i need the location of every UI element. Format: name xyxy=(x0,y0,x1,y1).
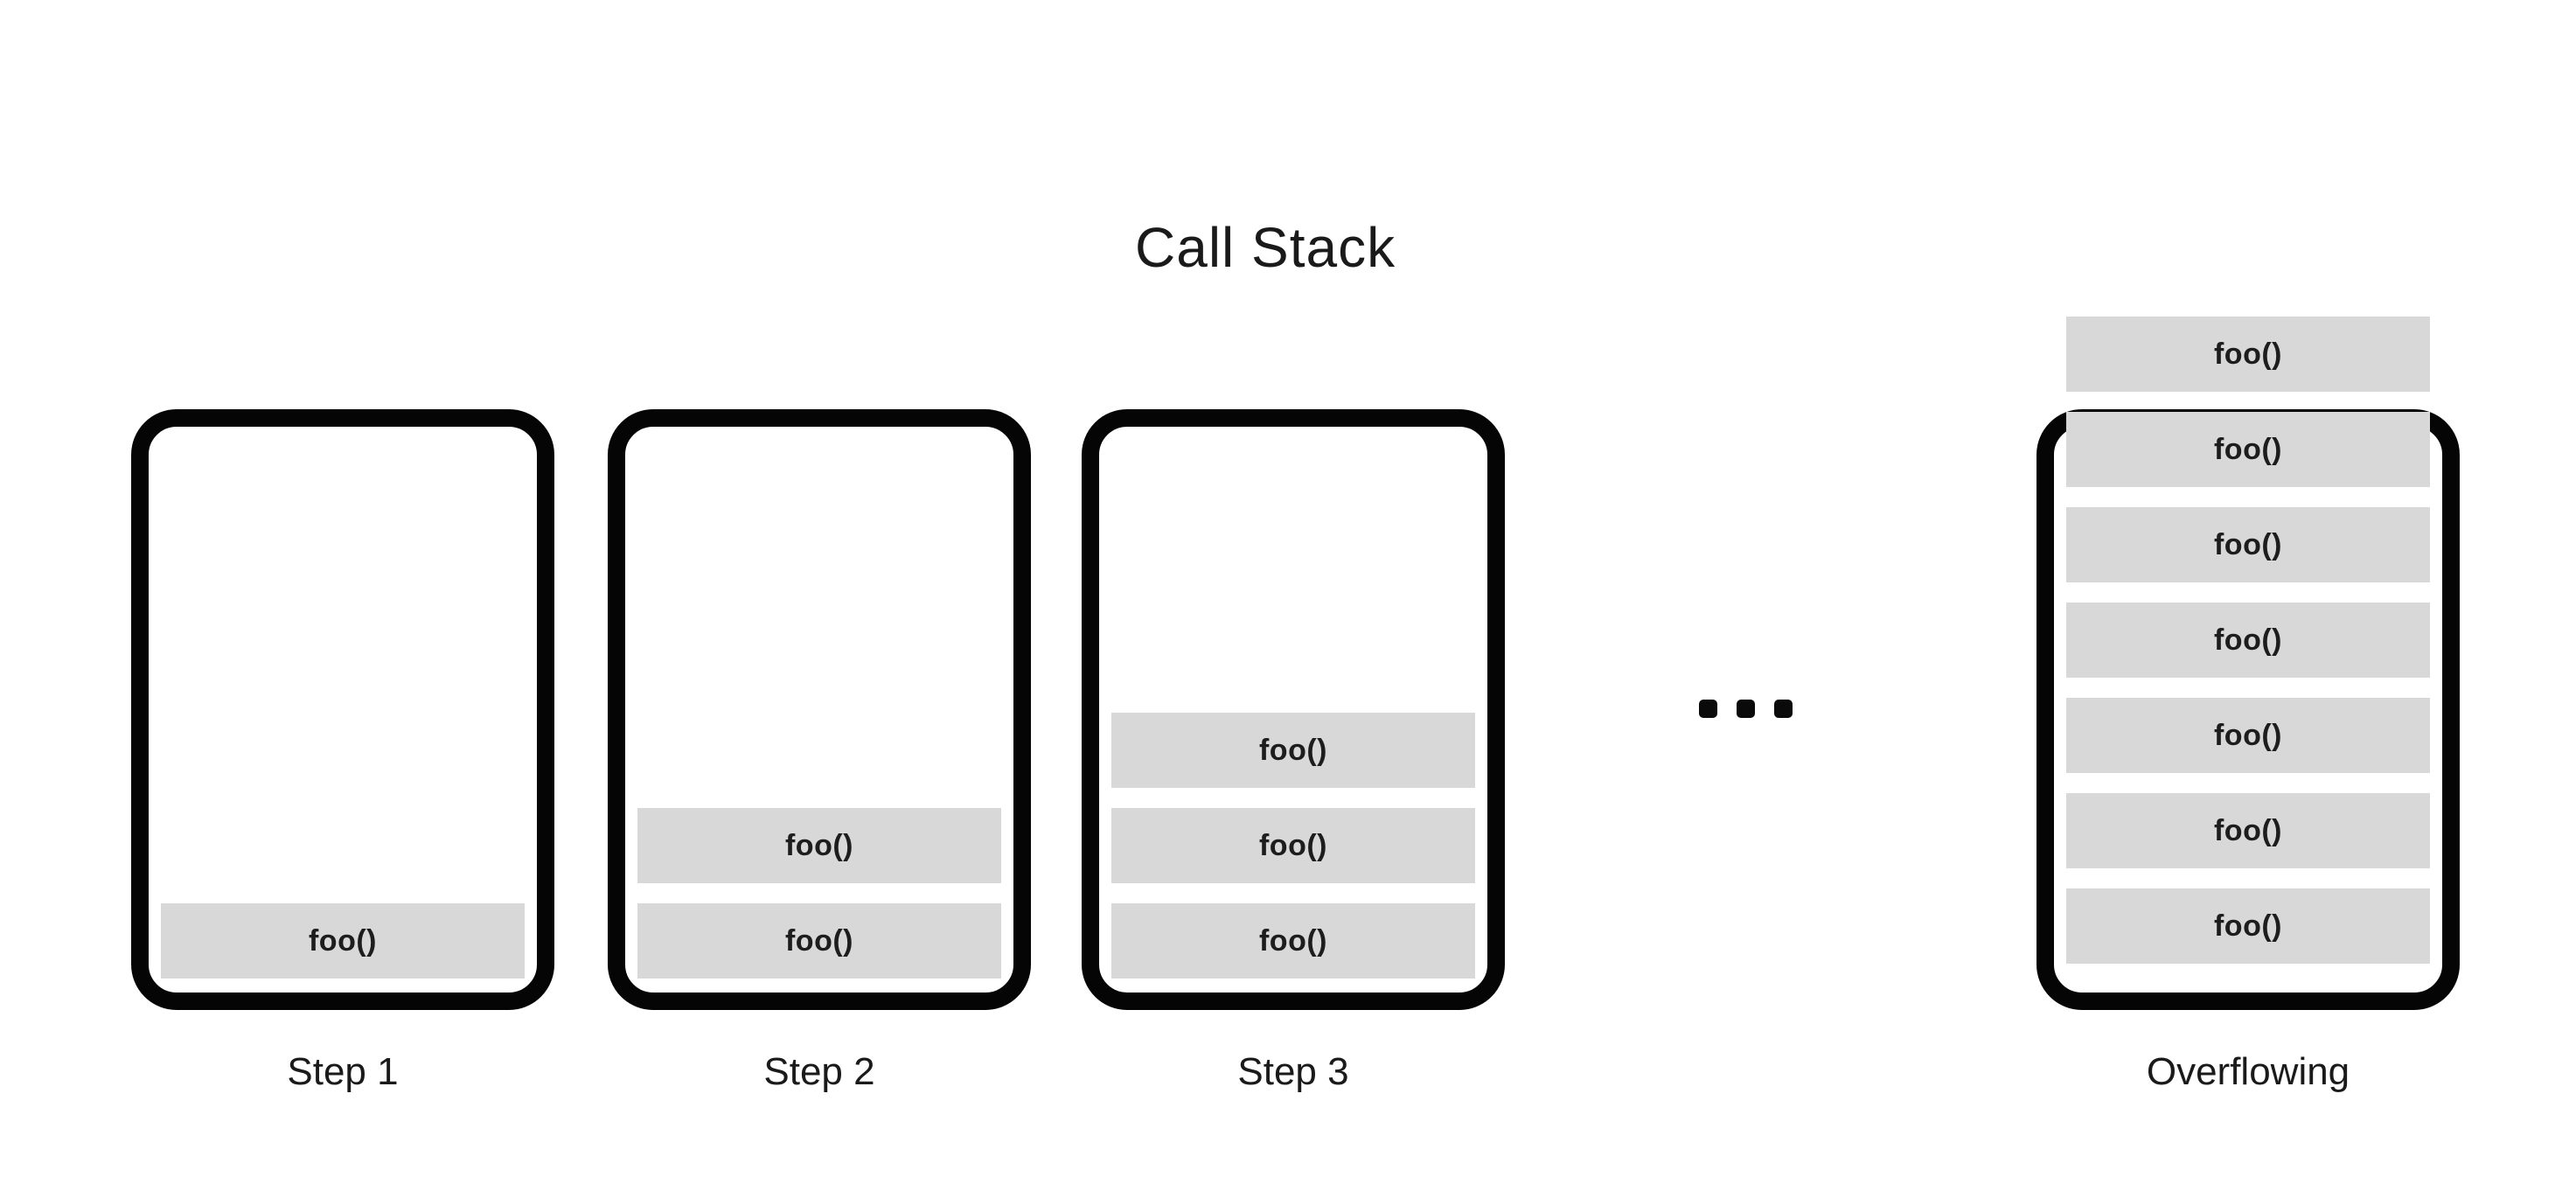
diagram-title: Call Stack xyxy=(1135,216,1396,279)
stack-frame: foo() xyxy=(2066,317,2430,392)
frame-label: foo() xyxy=(784,923,853,958)
panel-label: Step 1 xyxy=(287,1050,399,1093)
stack-frame: foo() xyxy=(2066,698,2430,773)
frame-label: foo() xyxy=(2213,527,2282,561)
frame-label: foo() xyxy=(2213,337,2282,371)
panel-label: Step 2 xyxy=(763,1050,875,1093)
frame-label: foo() xyxy=(308,923,377,958)
stack-frame: foo() xyxy=(1111,713,1475,788)
stack-frame: foo() xyxy=(637,903,1001,979)
frame-label: foo() xyxy=(2213,718,2282,752)
frame-label: foo() xyxy=(1258,923,1327,958)
ellipsis-dot xyxy=(1737,700,1755,718)
ellipsis xyxy=(1699,700,1793,718)
stack-frame: foo() xyxy=(1111,808,1475,883)
frame-label: foo() xyxy=(2213,432,2282,466)
stack-frame: foo() xyxy=(2066,888,2430,964)
frame-label: foo() xyxy=(2213,623,2282,657)
frame-label: foo() xyxy=(2213,909,2282,943)
stack-frame: foo() xyxy=(2066,507,2430,582)
stack-panel: Step 1 foo() xyxy=(131,409,554,1093)
stack-frame: foo() xyxy=(1111,903,1475,979)
frame-label: foo() xyxy=(2213,813,2282,847)
panel-label: Step 3 xyxy=(1237,1050,1349,1093)
stack-frame: foo() xyxy=(2066,412,2430,487)
frame-label: foo() xyxy=(1258,828,1327,862)
stack-panel: Step 2 foo() foo() xyxy=(608,409,1031,1093)
stack-frame: foo() xyxy=(2066,793,2430,868)
stack-frame: foo() xyxy=(637,808,1001,883)
frame-label: foo() xyxy=(784,828,853,862)
ellipsis-dot xyxy=(1774,700,1793,718)
ellipsis-dot xyxy=(1699,700,1717,718)
stack-frame: foo() xyxy=(161,903,525,979)
panel-label: Overflowing xyxy=(2146,1050,2350,1093)
stack-panel: Overflowing foo() foo() foo() foo() foo(… xyxy=(2036,317,2460,1093)
stack-frame: foo() xyxy=(2066,602,2430,678)
frame-label: foo() xyxy=(1258,733,1327,767)
stack-panel: Step 3 foo() foo() foo() xyxy=(1082,409,1505,1093)
